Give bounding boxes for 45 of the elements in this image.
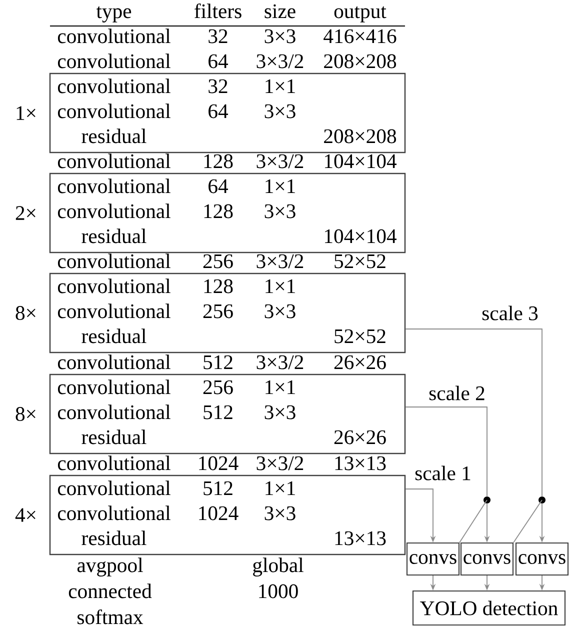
convs-box: convs [406, 542, 460, 576]
table-cell: softmax [78, 609, 144, 624]
table-cell: convolutional [58, 254, 170, 268]
table-cell: convolutional [58, 354, 170, 370]
table-cell: convolutional [58, 154, 170, 168]
table-cell: connected [68, 584, 152, 598]
table-cell: 3×3/2 [256, 254, 304, 268]
table-cell: 256 [203, 254, 233, 268]
column-header: size [264, 4, 296, 18]
junction-dot [484, 496, 490, 504]
table-cell: 26×26 [334, 355, 386, 370]
table-cell: 3×3/2 [256, 355, 304, 370]
table-cell: 3×3/2 [256, 154, 304, 168]
edge-label: scale 1 [413, 464, 473, 482]
table-cell: convolutional [58, 456, 170, 470]
detection-box: YOLO detection [412, 590, 566, 626]
table-cell: 32 [208, 29, 228, 44]
table-cell: 3×3/2 [256, 456, 304, 470]
repeat-count: 1× [16, 106, 36, 120]
table-cell: 128 [204, 154, 233, 168]
convs-box: convs [515, 542, 569, 576]
table-cell: 416×416 [324, 29, 396, 44]
junction-dot [538, 496, 546, 504]
table-cell: 13×13 [335, 456, 386, 470]
table-cell: convolutional [58, 28, 170, 44]
column-header: output [334, 6, 386, 22]
repeat-count: 2× [16, 206, 36, 220]
connector-line [405, 328, 542, 497]
table-cell: 3×3 [264, 29, 296, 44]
connector-line [459, 500, 488, 543]
table-cell: 512 [204, 355, 232, 370]
convs-box: convs [460, 542, 514, 576]
repeat-count: 4× [15, 508, 36, 522]
edge-label: scale 2 [427, 384, 487, 402]
table-cell: 104×104 [325, 154, 397, 168]
repeat-count: 8× [16, 306, 36, 320]
column-header: filters [194, 3, 242, 18]
repeat-count: 8× [16, 407, 36, 421]
table-cell: 1024 [199, 456, 238, 470]
table-cell: 52×52 [334, 254, 386, 268]
table-cell: 1000 [259, 584, 298, 598]
column-header: type [96, 6, 132, 22]
connector-line [405, 406, 488, 497]
edge-label: scale 3 [480, 304, 540, 322]
connector-line [513, 500, 542, 543]
